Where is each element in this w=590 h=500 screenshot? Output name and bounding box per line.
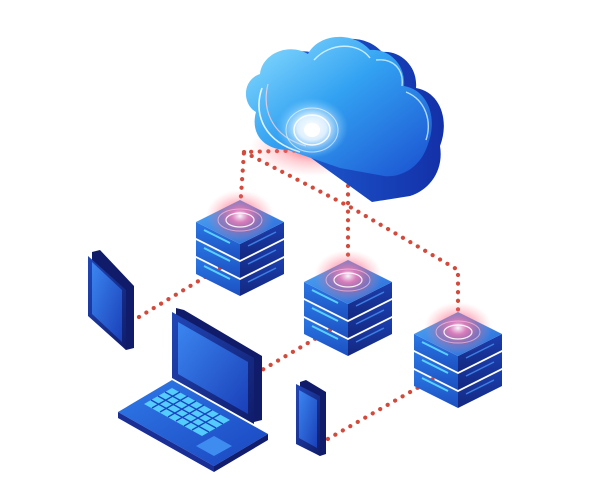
cloud-icon [245,36,444,202]
server-icon [414,302,502,408]
server-stack-middle [304,250,392,356]
server-icon [304,250,392,356]
smartphone-icon [296,380,326,456]
server-stack-right [414,302,502,408]
server-stack-left [196,190,284,296]
tablet-icon [88,250,134,350]
server-icon [196,190,284,296]
laptop-icon [118,308,268,472]
connection-cloud-to-right-server [241,149,461,323]
